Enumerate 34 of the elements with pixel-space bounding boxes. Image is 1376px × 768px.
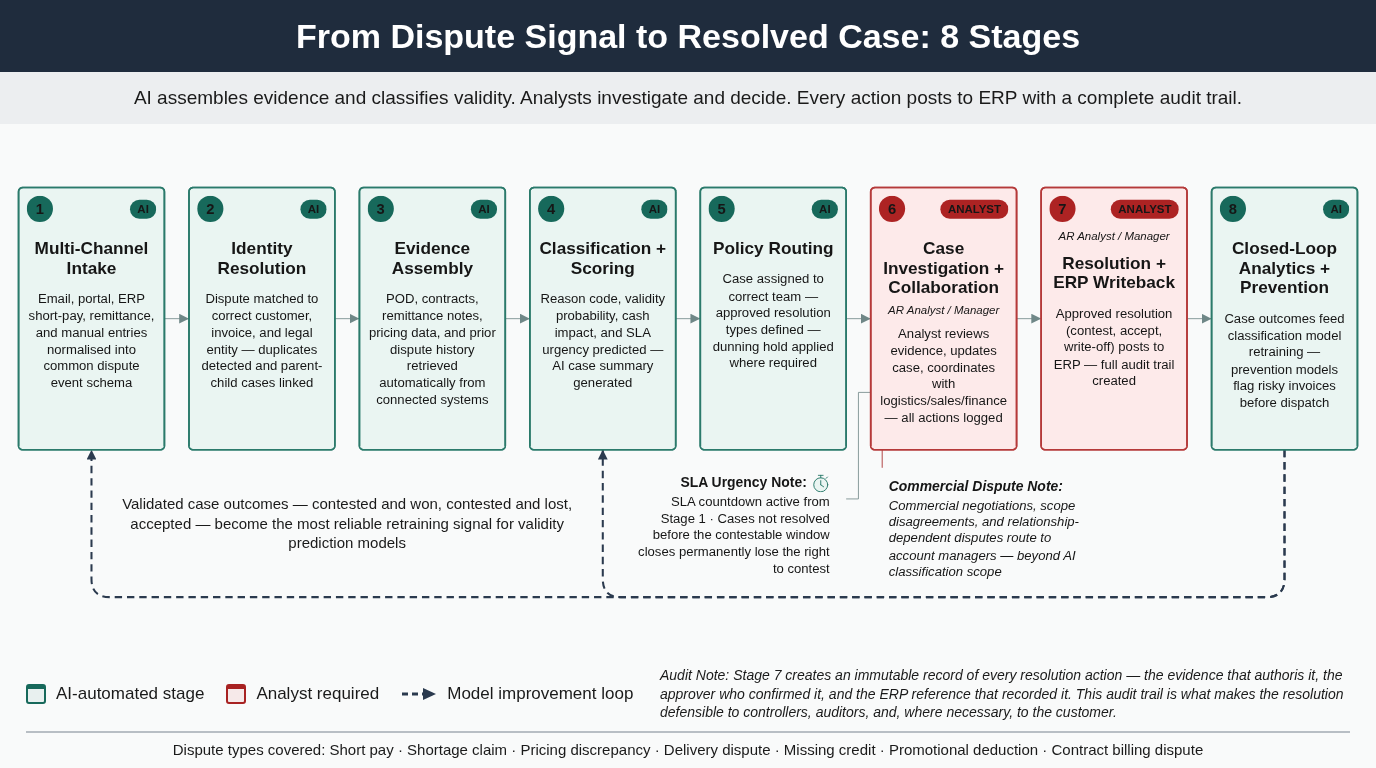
- role-subtitle: AR Analyst / Manager: [1058, 228, 1170, 244]
- stage-description: Case outcomes feed classification model retraining — prevention models flag risky invoices before dispatch: [1223, 311, 1346, 412]
- note-text: Commercial negotiations, scope disagreements, and relationship-dependent disputes route to account managers — beyond AI classification scope: [888, 497, 1080, 581]
- loop-note: Validated case outcomes — contested and won, contested and lost, accepted — become the most reliable retraining signal for validity prediction models: [121, 494, 574, 553]
- stage-description: Reason code, validity probability, cash impact, and SLA urgency predicted — AI case summary generated: [539, 291, 667, 392]
- stage-description: Email, portal, ERP short-pay, remittance, and manual entries normalised into common dispute event schema: [27, 291, 156, 392]
- audit-note: Audit Note: Stage 7 creates an immutable record of every resolution action — the evidence that authoris it, the approver who confirmed it, and the ERP reference that recorded it. This audit trail is what makes the resolution defensible to controllers, auditors, and, where necessary, to the customer.: [660, 666, 1345, 721]
- stage-title: Resolution + ERP Writeback: [1052, 253, 1176, 294]
- legend-label: AI-automated stage: [56, 683, 205, 704]
- connector-line: [881, 449, 883, 469]
- page-title: From Dispute Signal to Resolved Case: 8 Stages: [295, 16, 1081, 56]
- stage-description: Approved resolution (contest, accept, write-off) posts to ERP — full audit trail created: [1052, 306, 1176, 390]
- stage-description: Case assigned to correct team — approved resolution types defined — dunning hold applied where required: [711, 271, 835, 373]
- stage-title: Policy Routing: [713, 238, 834, 259]
- footer-text: Dispute types covered: Short pay · Shortage claim · Pricing discrepancy · Delivery dispute · Missing credit · Promotional deduction · Contract billing dispute: [172, 741, 1204, 758]
- stage-badge: ANALYST: [940, 199, 1009, 219]
- stage-title: Multi-Channel Intake: [33, 238, 150, 279]
- legend-label: Analyst required: [256, 683, 380, 704]
- stage-title: Classification + Scoring: [538, 238, 668, 279]
- subtitle: AI assembles evidence and classifies validity. Analysts investigate and decide. Every action posts to ERP with a complete audit trail.: [133, 87, 1243, 109]
- note-heading: Commercial Dispute Note:: [888, 477, 1063, 497]
- note-text: SLA countdown active from Stage 1 · Cases not resolved before the contestable window closes permanently lose the right to contest: [637, 493, 830, 578]
- stage-description: Analyst reviews evidence, updates case, coordinates with logistics/sales/finance — all actions logged: [879, 325, 1009, 427]
- legend-label: Model improvement loop: [447, 683, 634, 704]
- stage-title: Evidence Assembly: [390, 238, 474, 279]
- role-subtitle: AR Analyst / Manager: [888, 302, 1000, 318]
- stage-description: POD, contracts, remittance notes, pricing data, and prior dispute history retrieved automatically from connected systems: [367, 291, 497, 409]
- stage-title: Closed-Loop Analytics + Prevention: [1230, 238, 1339, 298]
- dashed-arrow: [597, 450, 1286, 599]
- stage-title: Identity Resolution: [216, 238, 308, 279]
- stage-title: Case Investigation + Collaboration: [882, 238, 1006, 298]
- stage-badge: ANALYST: [1110, 199, 1179, 219]
- note-heading: SLA Urgency Note:: [680, 474, 807, 493]
- stage-description: Dispute matched to correct customer, invoice, and legal entity — duplicates detected and parent-child cases linked: [200, 291, 324, 392]
